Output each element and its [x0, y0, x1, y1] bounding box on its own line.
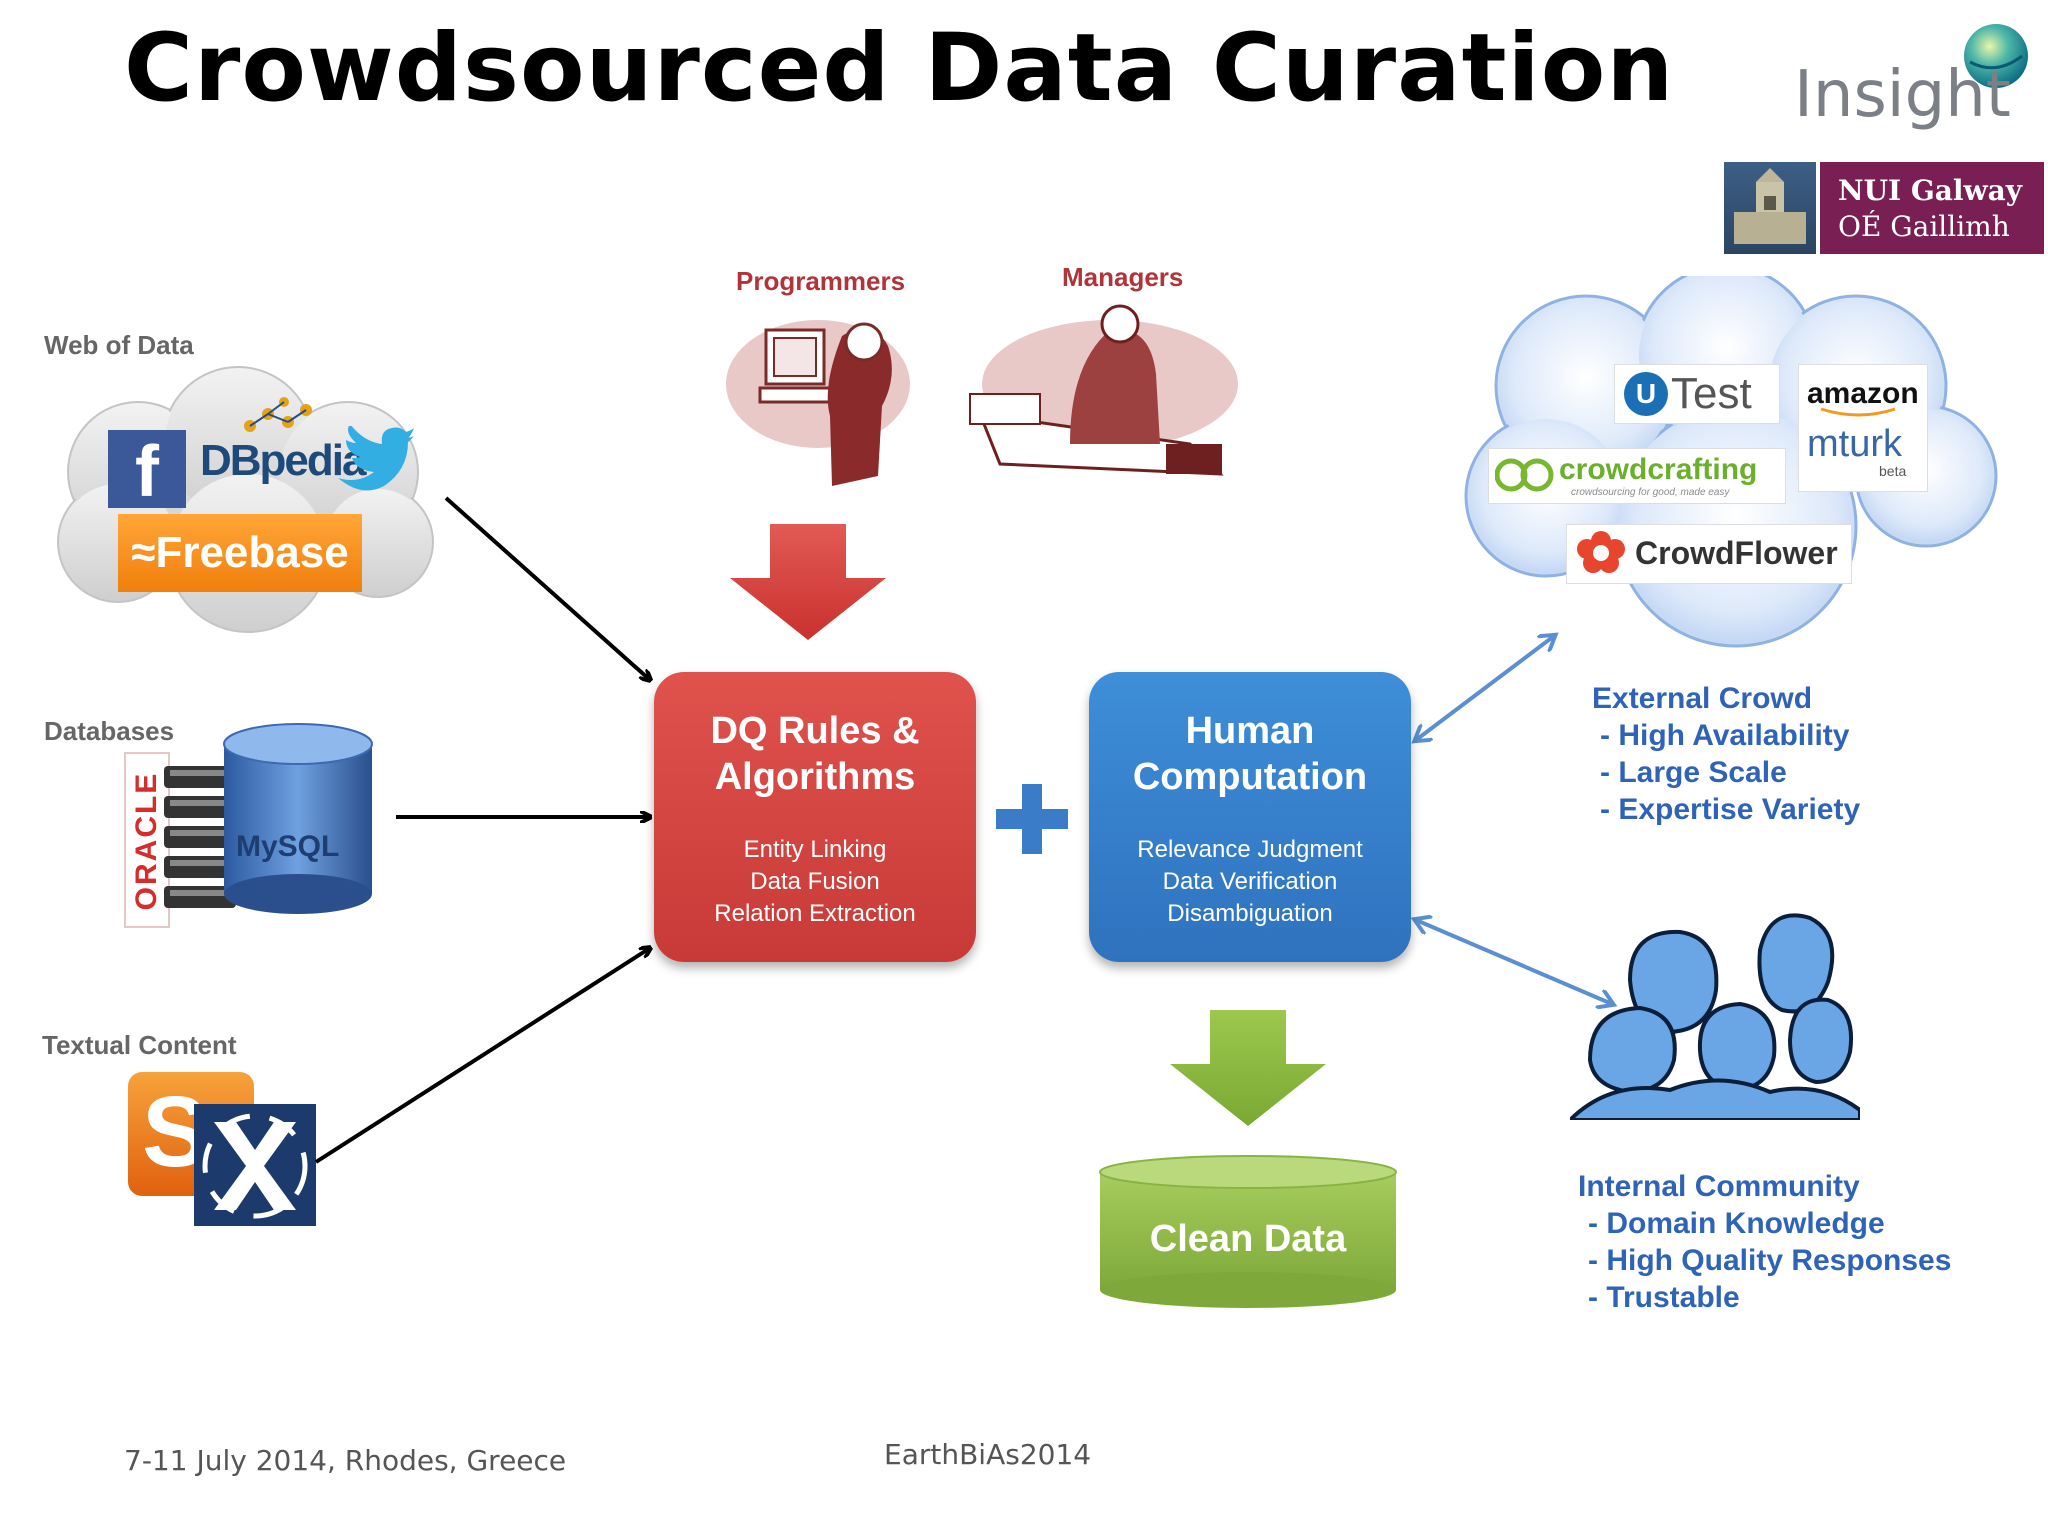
utest-u-icon: U: [1624, 372, 1668, 416]
internal-community-item: - High Quality Responses: [1588, 1244, 1952, 1277]
internal-community-people-illustration: [1570, 913, 1860, 1120]
dq-rules-box: DQ Rules & Algorithms Entity Linking Dat…: [654, 672, 976, 962]
slide-title: Crowdsourced Data Curation: [124, 14, 1675, 123]
text-to-dq-arrow: [314, 948, 650, 1164]
human-item: Disambiguation: [1167, 900, 1333, 927]
internal-community-item: - Trustable: [1588, 1281, 1740, 1314]
xml-document-icon: [194, 1104, 316, 1226]
human-computation-box: Human Computation Relevance Judgment Dat…: [1089, 672, 1411, 962]
dbpedia-logo: DBpedia: [200, 436, 366, 485]
internal-community-list: Internal Community - Domain Knowledge - …: [1578, 1168, 1951, 1316]
external-crowd-heading: External Crowd: [1592, 682, 1813, 715]
crowdcrafting-logo: crowdcrafting crowdsourcing for good, ma…: [1488, 448, 1786, 504]
green-down-arrow-icon: [1170, 1010, 1326, 1126]
clean-data-label: Clean Data: [1149, 1218, 1347, 1260]
amazon-mturk-logo: amazon mturk beta: [1798, 364, 1928, 492]
red-down-arrow-icon: [730, 524, 886, 640]
freebase-logo: ≈Freebase: [118, 514, 362, 592]
twitter-bird-icon: [338, 426, 414, 491]
clean-data-cylinder: [1099, 1155, 1397, 1308]
human-title-line1: Human: [1185, 710, 1315, 752]
footer-event-name: EarthBiAs2014: [884, 1438, 1092, 1471]
human-to-internal-arrow: [1416, 920, 1612, 1004]
crowdflower-flower-icon: [1577, 531, 1625, 573]
freebase-mark-icon: ≈: [131, 528, 156, 577]
manager-illustration: [969, 304, 1238, 476]
dq-item: Entity Linking: [743, 836, 887, 863]
svg-text:U: U: [1636, 378, 1656, 409]
crowdcrafting-people-icon: [1495, 458, 1554, 492]
dq-title-line2: Algorithms: [714, 756, 916, 798]
human-to-external-arrow: [1416, 636, 1554, 740]
managers-label: Managers: [1062, 262, 1184, 292]
mysql-cylinder-icon: [223, 723, 373, 914]
human-title-line2: Computation: [1132, 756, 1368, 798]
insight-logo-text: Insight: [1794, 58, 2011, 132]
textual-content-label: Textual Content: [42, 1030, 237, 1060]
programmer-illustration: [726, 320, 910, 486]
external-crowd-list: External Crowd - High Availability - Lar…: [1592, 680, 1860, 828]
dbpedia-network-icon: [244, 397, 312, 432]
dq-item: Relation Extraction: [714, 900, 916, 927]
facebook-logo: f: [108, 430, 186, 512]
plus-icon: [996, 784, 1068, 854]
internal-community-item: - Domain Knowledge: [1588, 1207, 1885, 1240]
insight-globe-icon: [1964, 24, 2028, 88]
web-to-dq-arrow: [444, 496, 650, 680]
external-crowd-item: - High Availability: [1600, 719, 1850, 752]
human-item: Relevance Judgment: [1137, 836, 1363, 863]
human-item: Data Verification: [1162, 868, 1338, 895]
crowdflower-logo: CrowdFlower: [1566, 524, 1852, 584]
external-crowd-item: - Large Scale: [1600, 756, 1787, 789]
nui-name-ga: OÉ Gaillimh: [1838, 210, 2010, 243]
internal-community-heading: Internal Community: [1578, 1170, 1860, 1203]
utest-logo: U Test: [1614, 364, 1780, 424]
programmers-label: Programmers: [736, 266, 906, 296]
nui-galway-logo: NUI Galway OÉ Gaillimh: [1724, 162, 2044, 254]
oracle-logo: ORACLE: [124, 752, 170, 928]
web-of-data-label: Web of Data: [44, 330, 194, 360]
dq-title-line1: DQ Rules &: [710, 710, 920, 752]
databases-label: Databases: [44, 716, 175, 746]
nui-name-en: NUI Galway: [1838, 174, 2023, 207]
footer-date-location: 7-11 July 2014, Rhodes, Greece: [124, 1444, 567, 1477]
amazon-smile-icon: [1820, 407, 1896, 417]
mysql-logo: MySQL: [236, 830, 340, 863]
university-tower-image: [1724, 162, 1816, 254]
external-crowd-item: - Expertise Variety: [1600, 793, 1861, 826]
dq-item: Data Fusion: [750, 868, 880, 895]
server-stack-icon: [164, 766, 236, 908]
